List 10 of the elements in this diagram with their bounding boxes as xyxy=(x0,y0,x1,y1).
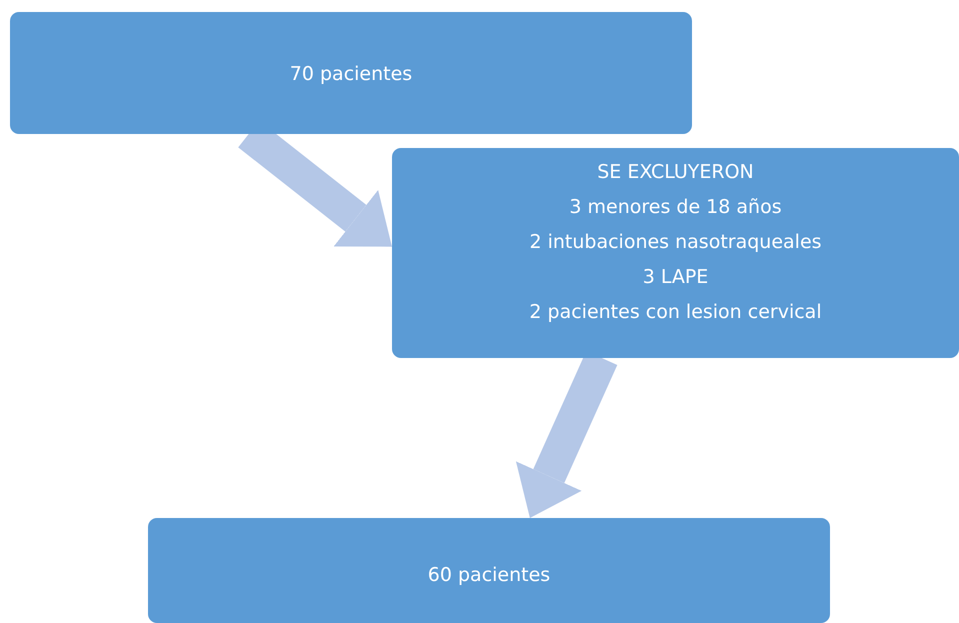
box-text: 60 pacientes xyxy=(428,564,550,586)
process-box xyxy=(148,518,830,623)
box-text: 3 LAPE xyxy=(642,266,708,288)
box-text: 2 pacientes con lesion cervical xyxy=(529,301,822,323)
box-text: SE EXCLUYERON xyxy=(597,161,754,183)
process-box xyxy=(10,12,692,134)
box-text: 70 pacientes xyxy=(290,63,412,85)
box-text: 3 menores de 18 años xyxy=(569,196,782,218)
box-text: 2 intubaciones nasotraqueales xyxy=(529,231,822,253)
process-box xyxy=(392,148,959,358)
